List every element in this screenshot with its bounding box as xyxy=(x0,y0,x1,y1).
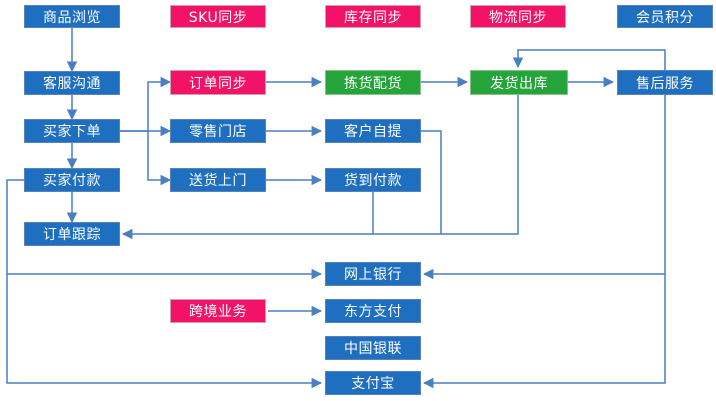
node-stock-sync: 库存同步 xyxy=(325,5,421,28)
node-ship-out: 发货出库 xyxy=(470,70,568,95)
arrow-after-sales-loop xyxy=(512,49,666,70)
node-cross-border: 跨境业务 xyxy=(170,299,266,323)
node-browse: 商品浏览 xyxy=(24,5,120,28)
node-cod: 货到付款 xyxy=(325,168,421,192)
node-unionpay: 中国银联 xyxy=(325,336,421,360)
node-pick-match: 拣货配货 xyxy=(325,70,421,95)
node-order-track: 订单跟踪 xyxy=(24,222,120,246)
node-retail-store: 零售门店 xyxy=(170,119,266,143)
node-online-bank: 网上银行 xyxy=(325,262,421,286)
arrow-pay-to-alipay xyxy=(6,274,323,389)
arrow-pay-to-online-bank xyxy=(6,179,323,280)
node-home-delivery: 送货上门 xyxy=(170,168,266,192)
arrow-ship-to-track xyxy=(121,95,519,240)
node-service: 客服沟通 xyxy=(24,71,120,95)
node-self-pickup: 客户自提 xyxy=(325,119,421,143)
node-logistics-sync: 物流同步 xyxy=(470,5,566,28)
node-member-points: 会员积分 xyxy=(617,5,713,28)
node-buyer-pay: 买家付款 xyxy=(24,168,120,192)
arrow-after-sales-to-alipay xyxy=(422,274,666,389)
node-sku-sync: SKU同步 xyxy=(170,5,266,28)
arrow-after-sales-to-online-bank xyxy=(422,95,666,280)
arrow-buyer-to-order-sync xyxy=(120,76,172,132)
node-order-sync: 订单同步 xyxy=(170,70,266,95)
node-after-sales: 售后服务 xyxy=(617,70,713,95)
arrow-buyer-to-delivery xyxy=(147,131,172,186)
node-alipay: 支付宝 xyxy=(325,371,421,395)
node-buyer-order: 买家下单 xyxy=(24,119,120,143)
line-pickup-to-track xyxy=(421,130,442,234)
node-east-pay: 东方支付 xyxy=(325,299,421,323)
